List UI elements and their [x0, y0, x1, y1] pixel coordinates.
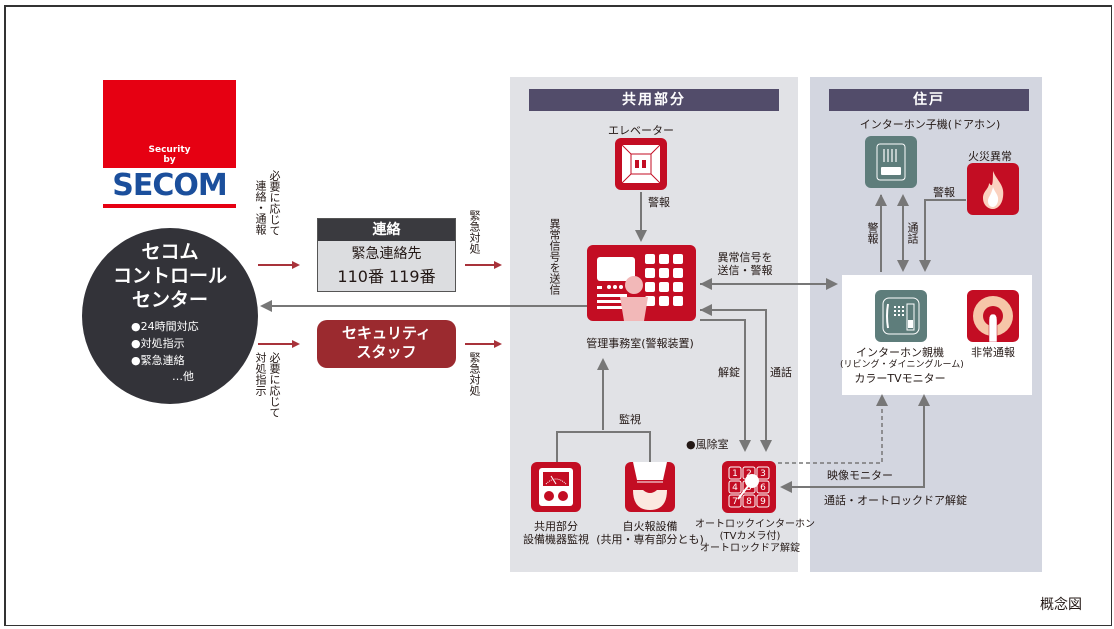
master-label-1: インターホン親機 — [856, 346, 944, 359]
secom-logo: Security by SECOM — [103, 80, 236, 211]
note-instruct-col1: 必要に応じて — [268, 352, 281, 418]
key-4: 4 — [732, 483, 738, 493]
door-phone-glyph — [876, 143, 906, 181]
send-alarm-label-2: 送信・警報 — [717, 264, 773, 277]
elevator-label: エレベーター — [608, 124, 674, 137]
logo-brand-band — [103, 168, 236, 204]
fire-icon — [967, 163, 1019, 215]
monitor-label: 監視 — [619, 413, 641, 426]
key-3: 3 — [760, 469, 766, 479]
elevator-alarm-label: 警報 — [648, 196, 670, 209]
note-contact-col2: 連絡・通報 — [254, 180, 267, 235]
control-center-bullet-1: ●24時間対応 — [131, 320, 199, 333]
send-alarm-label-1: 異常信号を — [717, 251, 773, 264]
video-monitor-line — [778, 396, 883, 464]
security-staff-box: セキュリティ スタッフ — [317, 320, 456, 368]
caption: 概念図 — [1040, 597, 1082, 613]
key-6: 6 — [760, 483, 766, 493]
note-instruct-col2: 対処指示 — [254, 352, 267, 396]
logo-brand-text: SECOM — [112, 168, 227, 203]
elevator-icon — [615, 138, 667, 190]
fire-alarm-equipment-icon — [625, 462, 675, 512]
emergency-label: 非常通報 — [971, 346, 1015, 359]
flame-glyph — [983, 171, 1004, 209]
autolock-label-1: オートロックインターホン — [695, 519, 815, 530]
office-alarm-icon — [587, 245, 696, 321]
fire-detector-glyph — [633, 462, 667, 510]
control-center-title-2: コントロール — [112, 265, 227, 287]
master-intercom-glyph — [882, 297, 920, 335]
call-unlock-label: 通話・オートロックドア解錠 — [824, 494, 967, 507]
logo-by-text: by — [163, 155, 176, 165]
call-line — [700, 309, 767, 450]
send-signal-vertical-label: 異常信号を送信 — [548, 218, 561, 295]
control-center-title-1: セコム — [141, 241, 199, 263]
autolock-label-3: オートロックドア解錠 — [700, 543, 800, 554]
elevator-glyph — [621, 144, 661, 184]
key-5: 5 — [746, 483, 752, 493]
dwelling-header: 住戸 — [829, 89, 1029, 111]
office-alarm-glyph — [597, 254, 683, 321]
emergency-call-icon — [967, 290, 1019, 343]
contact-box-header: 連絡 — [318, 219, 455, 241]
security-staff-line2: スタッフ — [356, 343, 417, 361]
equipment-label-2: 設備機器監視 — [523, 533, 589, 546]
note-emergency-bottom: 緊急対処 — [468, 352, 481, 396]
autolock-label-2: (TVカメラ付) — [719, 531, 781, 542]
equipment-label-1: 共用部分 — [534, 520, 578, 533]
contact-box: 連絡 緊急連絡先 110番 119番 — [317, 218, 456, 292]
key-7: 7 — [732, 497, 738, 507]
equipment-monitor-icon — [531, 462, 581, 512]
master-label-2: (リビング・ダイニングルーム) — [840, 360, 964, 370]
note-contact-col1: 必要に応じて — [268, 170, 281, 236]
master-label-3: カラーTVモニター — [854, 372, 946, 385]
keypad-key-glyph: 1 2 3 4 5 6 7 8 9 — [728, 466, 770, 508]
logo-security-text: Security — [148, 145, 191, 155]
common-area-header: 共用部分 — [529, 89, 779, 111]
master-intercom-icon — [875, 290, 927, 342]
office-label: 管理事務室(警報装置) — [586, 337, 694, 350]
unlock-line — [700, 319, 746, 450]
video-monitor-label: 映像モニター — [827, 469, 893, 482]
note-emergency-top: 緊急対処 — [468, 210, 481, 254]
autolock-intercom-icon: 1 2 3 4 5 6 7 8 9 — [722, 461, 776, 513]
key-9: 9 — [760, 497, 766, 507]
contact-box-line1: 緊急連絡先 — [351, 246, 422, 262]
security-staff-line1: セキュリティ — [341, 324, 432, 342]
unlock-label: 解錠 — [718, 366, 740, 379]
fire-alarm-label-1: 自火報設備 — [622, 520, 678, 533]
windbreak-label: ●風除室 — [686, 438, 729, 451]
control-center — [82, 228, 258, 404]
meter-glyph — [539, 468, 573, 506]
key-8: 8 — [746, 497, 752, 507]
control-center-bullet-3: ●緊急連絡 — [131, 354, 185, 367]
control-center-bullet-2: ●対処指示 — [131, 337, 185, 350]
call-label: 通話 — [770, 366, 792, 379]
fire-alarm-arrow-label: 警報 — [933, 186, 955, 199]
fire-alarm-label-2: (共用・専有部分とも) — [596, 533, 704, 546]
emergency-button-glyph — [973, 296, 1013, 343]
door-phone-icon — [865, 136, 917, 188]
key-2: 2 — [746, 469, 752, 479]
call-unlock-line — [790, 396, 925, 488]
contact-box-line2: 110番 119番 — [337, 267, 436, 286]
key-1: 1 — [732, 469, 738, 479]
control-center-title-3: センター — [131, 289, 208, 311]
alarm-up-label: 警報 — [866, 222, 879, 244]
dwelling-call-label: 通話 — [906, 222, 919, 244]
fire-label: 火災異常 — [968, 150, 1012, 163]
control-center-etc: …他 — [172, 370, 194, 383]
door-phone-label: インターホン子機(ドアホン) — [859, 118, 1001, 131]
